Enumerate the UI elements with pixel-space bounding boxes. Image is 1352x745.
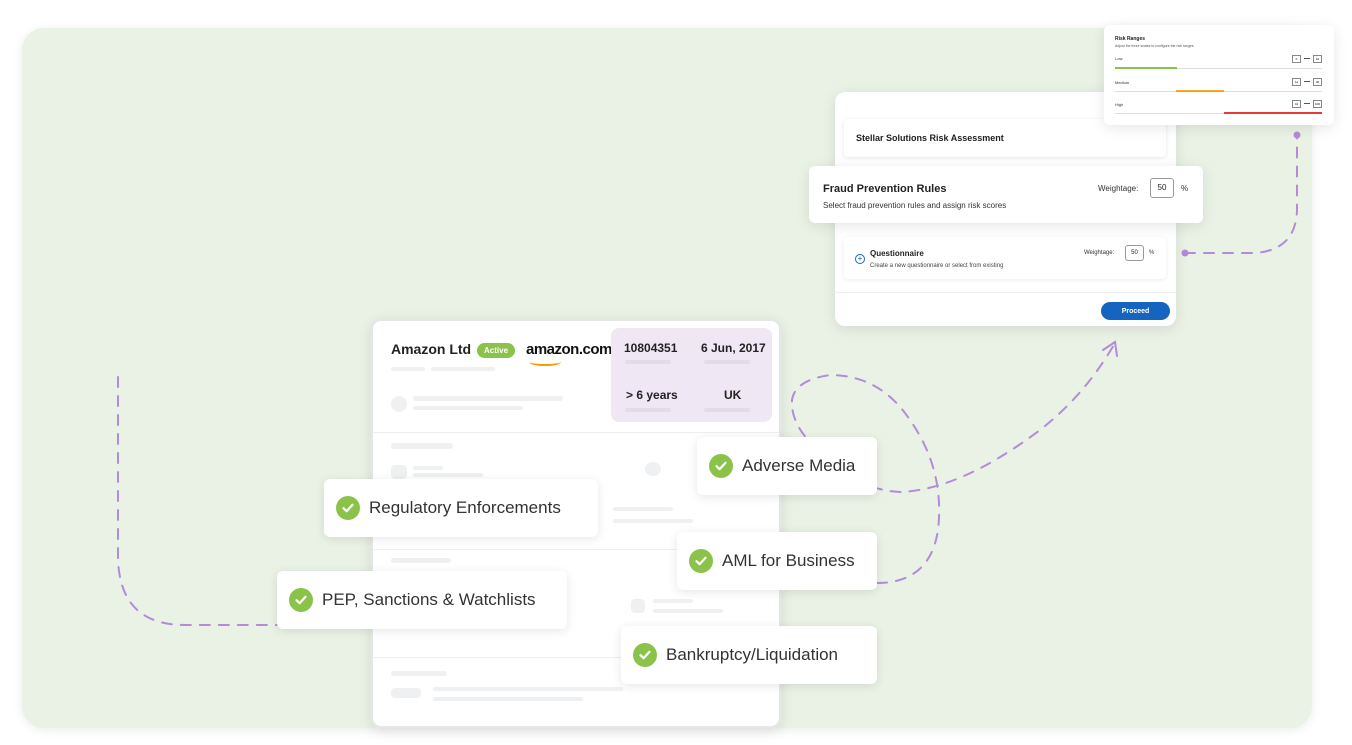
risk-ranges-card: Risk Ranges Adjust the three scales to c… [1104, 25, 1334, 125]
check-label: PEP, Sanctions & Watchlists [322, 590, 536, 609]
check-icon [633, 643, 657, 667]
fraud-subtitle: Select fraud prevention rules and assign… [823, 201, 1007, 210]
company-logo: amazon.com [526, 341, 612, 358]
company-stats: 10804351 6 Jun, 2017 > 6 years UK [611, 328, 772, 422]
fraud-weight-unit: % [1181, 184, 1189, 193]
check-icon [709, 454, 733, 478]
questionnaire-subtitle: Create a new questionnaire or select fro… [870, 263, 1004, 269]
questionnaire-weight-unit: % [1149, 250, 1155, 256]
range-bar-medium[interactable] [1176, 90, 1224, 92]
questionnaire-weight-input[interactable]: 50 [1125, 245, 1144, 261]
status-badge: Active [477, 343, 516, 358]
check-icon [336, 496, 360, 520]
range-label-low: Low [1115, 56, 1123, 61]
company-name: Amazon Ltd [391, 341, 472, 357]
range-bar-high[interactable] [1224, 112, 1322, 114]
assessment-title: Stellar Solutions Risk Assessment [856, 133, 1004, 143]
range-label-medium: Medium [1115, 80, 1130, 85]
check-icon [289, 588, 313, 612]
range-low-min[interactable]: 0 [1292, 55, 1301, 63]
check-aml-for-business: AML for Business [677, 532, 877, 590]
range-high-min[interactable]: 41 [1292, 100, 1301, 108]
connector-left [117, 376, 278, 626]
fraud-weight-input[interactable]: 50 [1150, 178, 1174, 198]
risk-ranges-title: Risk Ranges [1115, 36, 1146, 42]
range-medium-max[interactable]: 40 [1313, 78, 1322, 86]
registration-number: 10804351 [624, 341, 678, 355]
incorporation-date: 6 Jun, 2017 [701, 341, 766, 355]
check-adverse-media: Adverse Media [697, 437, 877, 495]
range-label-high: High [1115, 102, 1124, 107]
range-bar-low[interactable] [1115, 67, 1177, 69]
fraud-prevention-rules-card[interactable]: Fraud Prevention Rules Select fraud prev… [809, 166, 1203, 223]
risk-ranges-subtitle: Adjust the three scales to configure the… [1115, 44, 1194, 48]
check-pep-sanctions-watchlists: PEP, Sanctions & Watchlists [277, 571, 567, 629]
check-label: Bankruptcy/Liquidation [666, 645, 839, 664]
assessment-header: Stellar Solutions Risk Assessment [844, 119, 1166, 157]
logo-smile-icon [529, 358, 561, 366]
check-label: Regulatory Enforcements [369, 498, 561, 517]
questionnaire-title: Questionnaire [870, 249, 924, 258]
fraud-title: Fraud Prevention Rules [823, 183, 947, 195]
connector-right [1184, 134, 1298, 254]
questionnaire-weight-label: Weightage: [1084, 250, 1115, 256]
company-country: UK [724, 388, 742, 402]
add-circle-icon[interactable]: + [855, 254, 865, 264]
proceed-button[interactable]: Proceed [1101, 302, 1170, 320]
check-icon [689, 549, 713, 573]
check-label: Adverse Media [742, 456, 856, 475]
questionnaire-section[interactable]: + Questionnaire Create a new questionnai… [844, 237, 1166, 279]
check-regulatory-enforcements: Regulatory Enforcements [324, 479, 598, 537]
connector-loop [790, 342, 1116, 584]
range-medium-min[interactable]: 11 [1292, 78, 1301, 86]
company-age: > 6 years [626, 388, 678, 402]
fraud-weight-label: Weightage: [1098, 184, 1139, 193]
range-high-max[interactable]: 100 [1313, 100, 1322, 108]
range-low-max[interactable]: 10 [1313, 55, 1322, 63]
check-label: AML for Business [722, 551, 855, 570]
check-bankruptcy-liquidation: Bankruptcy/Liquidation [621, 626, 877, 684]
